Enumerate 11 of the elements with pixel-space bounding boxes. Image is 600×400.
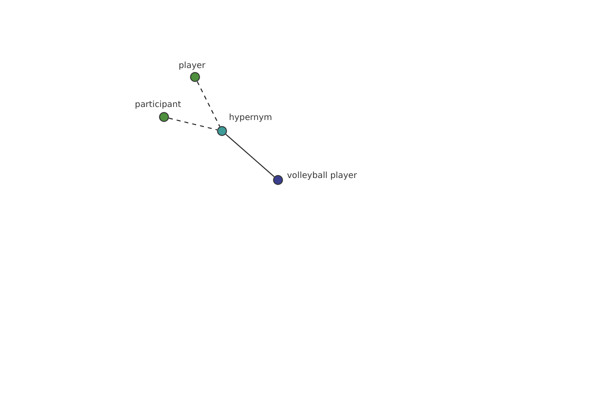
dashed-edge xyxy=(196,80,220,128)
node-label: volleyball player xyxy=(287,171,357,181)
node-label: hypernym xyxy=(229,113,272,123)
node-circle xyxy=(273,175,283,185)
node-circle xyxy=(190,72,200,82)
dashed-edge xyxy=(168,118,218,130)
edge-line xyxy=(225,134,275,178)
node-circle xyxy=(159,112,169,122)
node-label: player xyxy=(178,61,206,71)
node-label: participant xyxy=(134,100,182,110)
node-circle xyxy=(217,126,227,136)
